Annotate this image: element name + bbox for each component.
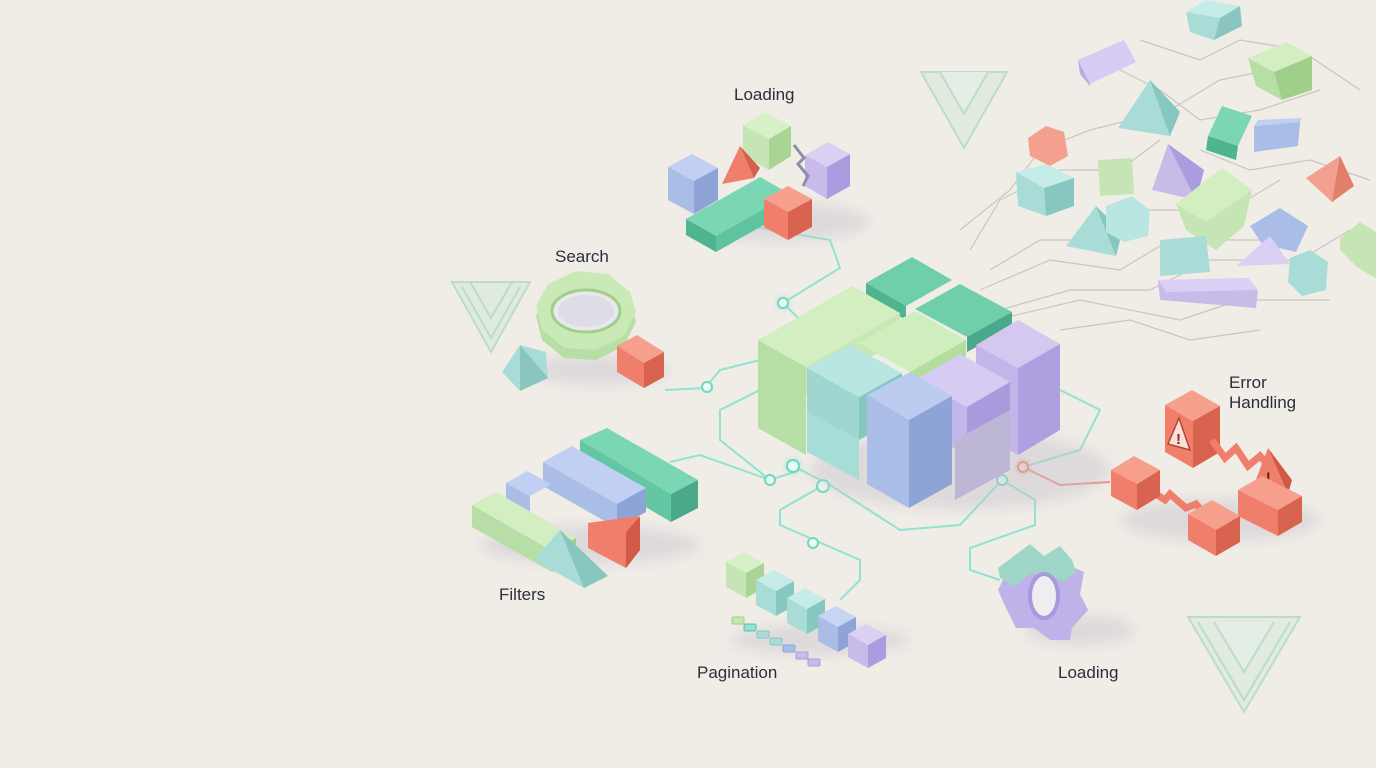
loading-top-cluster [668,112,870,252]
magnifier-icon [536,271,636,360]
filters-label: Filters [499,585,546,604]
warning-icon: ! [1266,469,1271,485]
background-wires [959,39,1371,341]
error-handling-label-line2: Handling [1229,393,1297,412]
lightning-icon [1148,487,1207,517]
search-cluster [502,271,670,391]
error-handling-cluster: ! ! [1111,390,1320,556]
warning-icon: ! [1166,415,1192,452]
filters-cluster [472,428,700,588]
pagination-cluster [726,552,910,668]
vue-logo-icon [919,71,1009,151]
loading-bottom-label: Loading [1058,663,1119,682]
pagination-label: Pagination [697,663,778,682]
central-component-stack [758,257,1110,510]
error-handling-label-line1: Error [1229,373,1267,392]
vue-logo-icon [1186,616,1302,714]
lightning-icon [1209,437,1277,475]
svg-text:!: ! [1266,469,1271,485]
svg-text:!: ! [1176,431,1181,448]
scattered-components [1016,0,1376,308]
vue-logo-icon [450,281,532,355]
gear-icon [998,544,1135,646]
loading-top-label: Loading [734,85,795,104]
lightning-icon [792,144,810,187]
search-label: Search [555,247,609,266]
